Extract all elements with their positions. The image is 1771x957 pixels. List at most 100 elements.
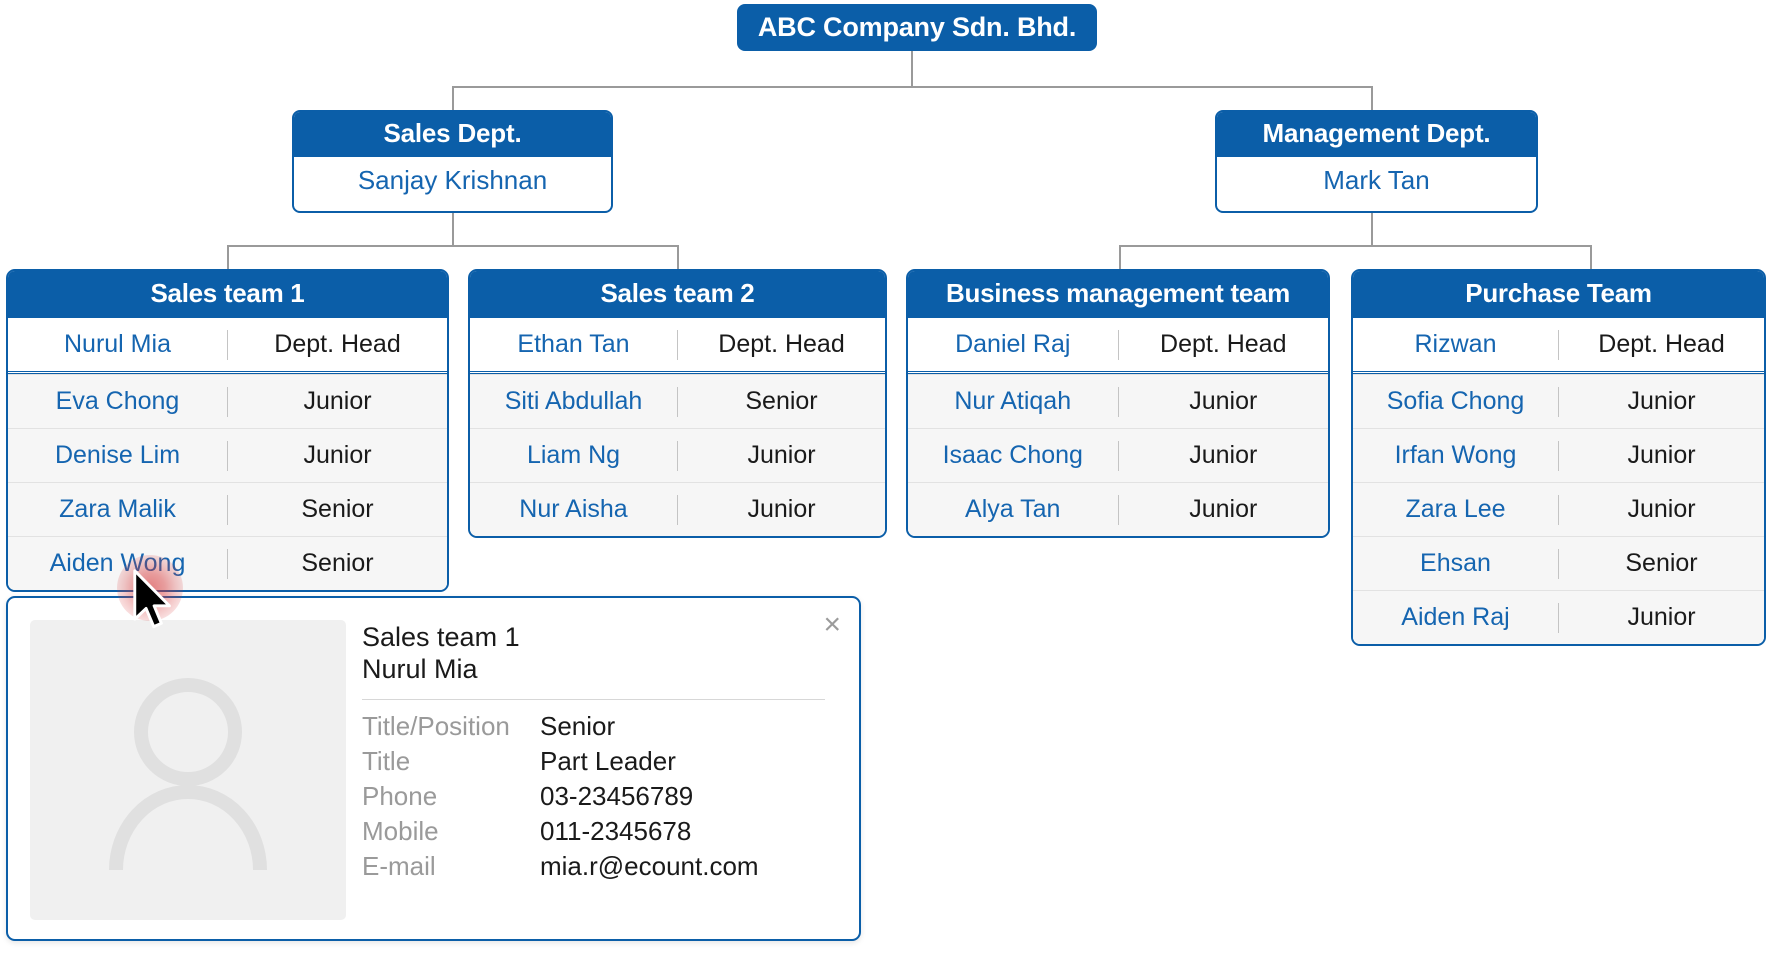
member-name[interactable]: Isaac Chong — [942, 441, 1083, 469]
detail-card-team: Sales team 1 — [362, 622, 520, 652]
member-role: Junior — [1627, 387, 1696, 415]
member-detail-card: × Sales team 1 Nurul Mia Title/Position … — [6, 596, 861, 941]
member-name[interactable]: Siti Abdullah — [504, 387, 643, 415]
member-role: Dept. Head — [1598, 330, 1725, 358]
business-management-team-title: Business management team — [908, 271, 1328, 318]
table-row[interactable]: Nur Atiqah Junior — [908, 374, 1328, 428]
table-row[interactable]: Liam Ng Junior — [470, 428, 885, 482]
member-name[interactable]: Liam Ng — [526, 441, 621, 469]
table-row-selected[interactable]: Aiden Wong Senior — [8, 536, 447, 590]
sales-team-2-title: Sales team 2 — [470, 271, 885, 318]
org-node-sales-team-1[interactable]: Sales team 1 Nurul Mia Dept. Head Eva Ch… — [6, 269, 449, 592]
cell-divider — [1558, 386, 1559, 417]
detail-field-mobile: Mobile 011-2345678 — [362, 816, 835, 847]
cell-divider — [227, 329, 228, 360]
field-label: Title — [362, 745, 411, 776]
member-name[interactable]: Daniel Raj — [955, 330, 1071, 358]
member-name[interactable]: Ehsan — [1420, 549, 1491, 577]
cell-divider — [227, 548, 228, 579]
table-row[interactable]: Nurul Mia Dept. Head — [8, 318, 447, 374]
table-row[interactable]: Ethan Tan Dept. Head — [470, 318, 885, 374]
detail-field-phone: Phone 03-23456789 — [362, 781, 835, 812]
cell-divider — [677, 386, 678, 417]
connector-sales-dept-bus — [228, 245, 678, 247]
table-row[interactable]: Siti Abdullah Senior — [470, 374, 885, 428]
sales-dept-manager[interactable]: Sanjay Krishnan — [294, 157, 611, 206]
detail-card-info: Sales team 1 Nurul Mia Title/Position Se… — [362, 622, 835, 886]
org-node-management-dept[interactable]: Management Dept. Mark Tan — [1215, 110, 1538, 213]
table-row[interactable]: Zara Lee Junior — [1353, 482, 1764, 536]
member-name[interactable]: Zara Lee — [1405, 495, 1506, 523]
field-value: 03-23456789 — [540, 780, 694, 811]
member-name[interactable]: Nur Aisha — [519, 495, 628, 523]
member-name[interactable]: Alya Tan — [965, 495, 1061, 523]
member-name[interactable]: Sofia Chong — [1386, 387, 1525, 415]
member-name[interactable]: Irfan Wong — [1394, 441, 1517, 469]
field-value: 011-2345678 — [540, 815, 692, 846]
member-name[interactable]: Rizwan — [1414, 330, 1497, 358]
member-name[interactable]: Aiden Raj — [1401, 603, 1510, 631]
cell-divider — [677, 494, 678, 525]
table-row[interactable]: Isaac Chong Junior — [908, 428, 1328, 482]
connector-to-business-team — [1119, 245, 1121, 269]
table-row[interactable]: Rizwan Dept. Head — [1353, 318, 1764, 374]
member-role: Junior — [303, 441, 372, 469]
connector-to-management-dept — [1371, 86, 1373, 111]
org-node-business-management-team[interactable]: Business management team Daniel Raj Dept… — [906, 269, 1330, 538]
org-node-purchase-team[interactable]: Purchase Team Rizwan Dept. Head Sofia Ch… — [1351, 269, 1766, 646]
member-name[interactable]: Aiden Wong — [49, 549, 186, 577]
member-name[interactable]: Eva Chong — [55, 387, 180, 415]
sales-team-1-title: Sales team 1 — [8, 271, 447, 318]
member-role: Senior — [1625, 549, 1698, 577]
member-name[interactable]: Ethan Tan — [517, 330, 630, 358]
member-role: Dept. Head — [274, 330, 401, 358]
table-row[interactable]: Denise Lim Junior — [8, 428, 447, 482]
org-node-sales-team-2[interactable]: Sales team 2 Ethan Tan Dept. Head Siti A… — [468, 269, 887, 538]
field-label: Mobile — [362, 815, 439, 846]
sales-dept-title: Sales Dept. — [294, 112, 611, 157]
connector-root-bus — [453, 86, 1372, 88]
table-row[interactable]: Ehsan Senior — [1353, 536, 1764, 590]
member-name[interactable]: Zara Malik — [59, 495, 176, 523]
table-row[interactable]: Nur Aisha Junior — [470, 482, 885, 536]
org-node-root-label: ABC Company Sdn. Bhd. — [757, 12, 1077, 42]
member-role: Junior — [1627, 603, 1696, 631]
org-node-sales-dept[interactable]: Sales Dept. Sanjay Krishnan — [292, 110, 613, 213]
member-name[interactable]: Denise Lim — [54, 441, 181, 469]
table-row[interactable]: Zara Malik Senior — [8, 482, 447, 536]
close-icon[interactable]: × — [823, 608, 841, 641]
member-role: Dept. Head — [718, 330, 845, 358]
management-dept-manager[interactable]: Mark Tan — [1217, 157, 1536, 206]
table-row[interactable]: Sofia Chong Junior — [1353, 374, 1764, 428]
detail-field-email: E-mail mia.r@ecount.com — [362, 851, 835, 882]
field-value: mia.r@ecount.com — [540, 850, 759, 881]
sales-team-1-rows: Nurul Mia Dept. Head Eva Chong Junior De… — [8, 318, 447, 590]
member-role: Junior — [747, 495, 816, 523]
table-row[interactable]: Aiden Raj Junior — [1353, 590, 1764, 644]
member-role: Junior — [303, 387, 372, 415]
org-node-root[interactable]: ABC Company Sdn. Bhd. — [737, 4, 1097, 51]
cell-divider — [227, 494, 228, 525]
member-role: Junior — [747, 441, 816, 469]
table-row[interactable]: Alya Tan Junior — [908, 482, 1328, 536]
table-row[interactable]: Eva Chong Junior — [8, 374, 447, 428]
cell-divider — [1558, 602, 1559, 633]
member-name[interactable]: Nurul Mia — [64, 330, 171, 358]
cell-divider — [1558, 494, 1559, 525]
cell-divider — [1117, 386, 1119, 417]
table-row[interactable]: Irfan Wong Junior — [1353, 428, 1764, 482]
member-role: Junior — [1189, 387, 1258, 415]
table-row[interactable]: Daniel Raj Dept. Head — [908, 318, 1328, 374]
member-role: Junior — [1627, 441, 1696, 469]
connector-management-dept-stem — [1371, 212, 1373, 246]
connector-sales-dept-stem — [452, 212, 454, 246]
business-management-team-rows: Daniel Raj Dept. Head Nur Atiqah Junior … — [908, 318, 1328, 536]
connector-to-sales-team-2 — [677, 245, 679, 269]
purchase-team-rows: Rizwan Dept. Head Sofia Chong Junior Irf… — [1353, 318, 1764, 644]
field-value: Senior — [540, 710, 616, 741]
detail-field-title: Title Part Leader — [362, 746, 835, 777]
member-role: Junior — [1189, 441, 1258, 469]
member-name[interactable]: Nur Atiqah — [954, 387, 1072, 415]
connector-to-sales-team-1 — [227, 245, 229, 269]
